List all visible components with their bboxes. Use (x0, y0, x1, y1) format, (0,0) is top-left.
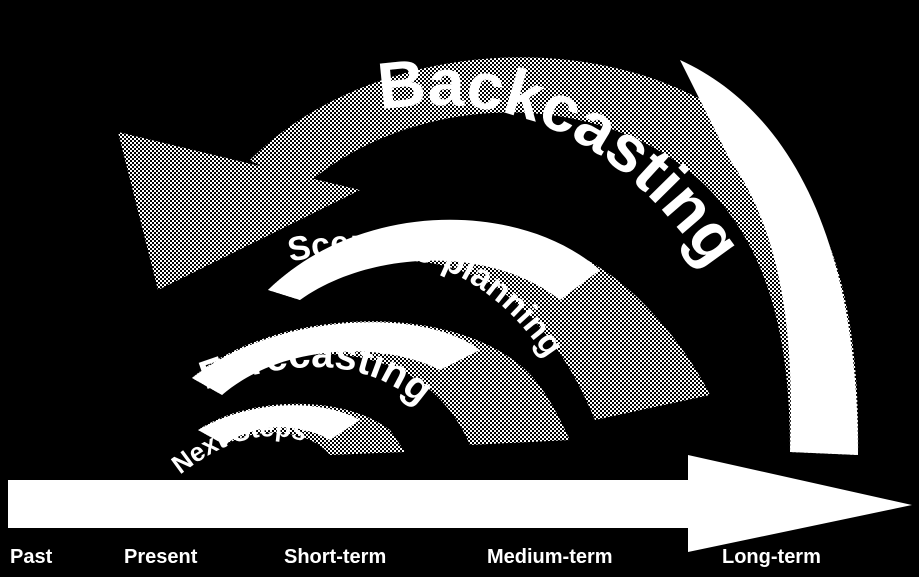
scenario-planning-arrow (268, 223, 710, 420)
backcasting-arrow-body (250, 57, 859, 456)
timeline-arrow (8, 455, 912, 552)
backcasting-arrowhead (118, 132, 360, 290)
timeline-label-medium-term: Medium-term (487, 546, 613, 568)
forecasting-arrow-face (192, 322, 480, 395)
next-steps-arrow-face (198, 405, 360, 445)
next-steps-label: Next Steps (166, 412, 311, 480)
timeline-label-present: Present (124, 546, 198, 568)
timeline-label-short-term: Short-term (284, 546, 387, 568)
timeline-label-long-term: Long-term (722, 546, 821, 568)
backcasting-arrow-sweep (680, 60, 858, 455)
scenario-planning-arrow-face (268, 219, 600, 300)
timeline-label-past: Past (10, 546, 53, 568)
